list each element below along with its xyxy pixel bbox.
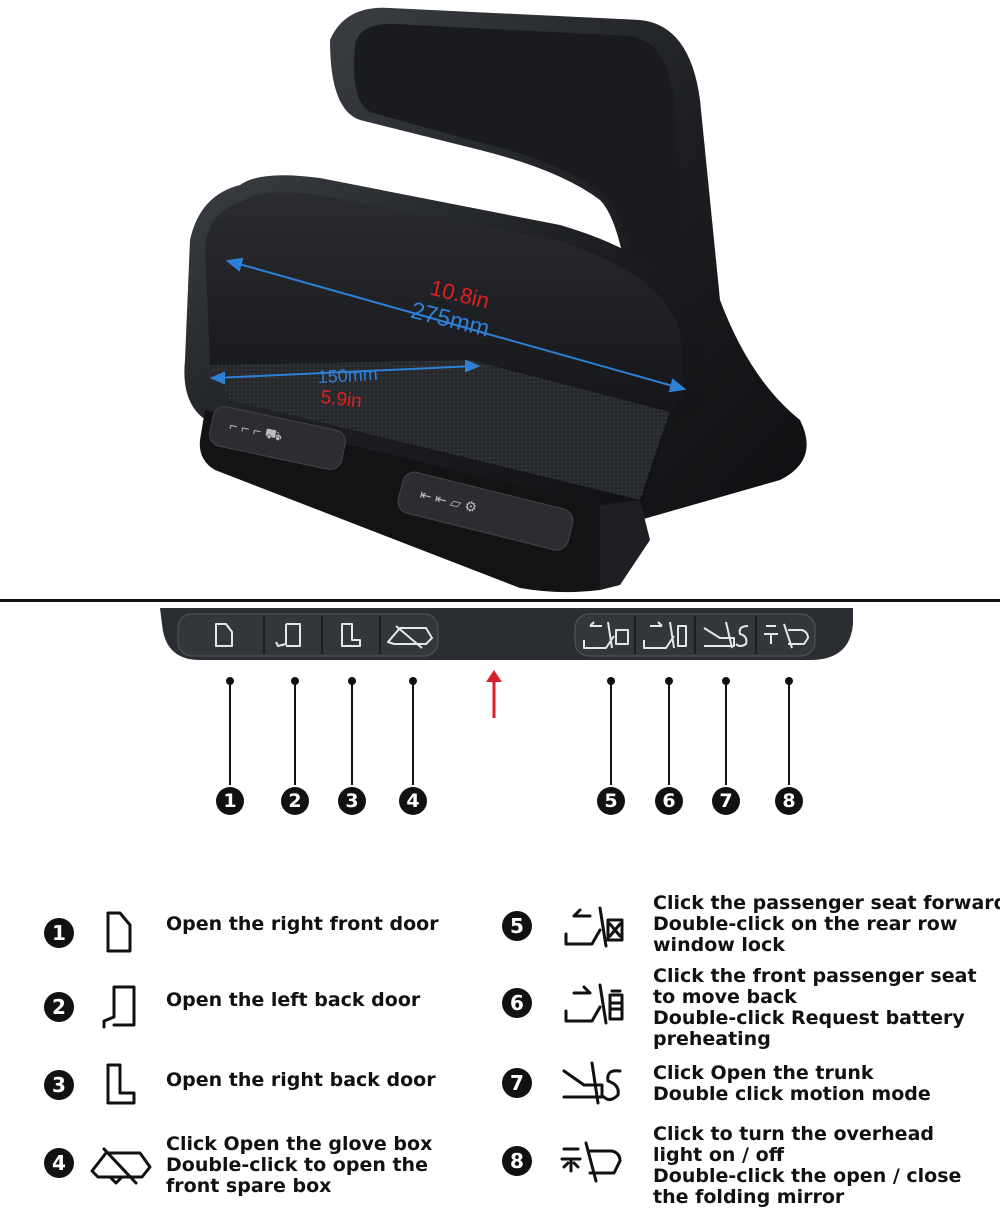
legend-description-line: the folding mirror <box>653 1186 845 1208</box>
product-photo: ⌐ ⌐ ⌐ ⛟ ⇤ ⇤ ▱ ⚙ 10.8in 275mm 150mm 5.9in <box>184 7 807 593</box>
legend-description-line: Double click motion mode <box>653 1083 931 1105</box>
legend-description-line: Double-click to open the <box>166 1154 428 1176</box>
legend-number-3: 3 <box>44 1070 74 1100</box>
legend-description-line: to move back <box>653 986 797 1008</box>
callout-number-5: 5 <box>597 787 625 815</box>
strip-right-back-door-icon <box>341 623 361 647</box>
legend-number-7: 7 <box>502 1068 532 1098</box>
left-back-door-icon <box>102 985 136 1029</box>
legend-description-2: Open the left back door <box>166 990 420 1011</box>
strip-seat-back-battery-icon <box>643 621 687 649</box>
width-dimension <box>209 359 481 385</box>
legend-description-line: Double-click on the rear row <box>653 913 958 935</box>
photo-left-buttons: ⌐ ⌐ ⌐ ⛟ <box>209 406 346 470</box>
width-mm-label: 150mm <box>317 364 378 387</box>
callout-number-7: 7 <box>712 787 740 815</box>
legend-description-line: preheating <box>653 1028 771 1050</box>
legend-description-line: Click to turn the overhead <box>653 1123 934 1145</box>
pointer-line-2 <box>294 681 296 785</box>
callout-number-6: 6 <box>655 787 683 815</box>
callout-number-1: 1 <box>216 787 244 815</box>
seat-forward-lock-icon <box>564 906 624 948</box>
legend-description-line: Open the right back door <box>166 1069 436 1091</box>
strip-left-buttons <box>177 613 439 657</box>
legend-number-2: 2 <box>44 992 74 1022</box>
callout-number-4: 4 <box>399 787 427 815</box>
control-strip <box>160 608 853 660</box>
width-inches-label: 5.9in <box>320 387 363 412</box>
legend-description-line: front spare box <box>166 1175 332 1197</box>
strip-left-back-door-icon <box>275 623 301 647</box>
strip-right-front-door-icon <box>215 623 233 647</box>
legend-description-line: Click the front passenger seat <box>653 965 977 987</box>
legend-number-1: 1 <box>44 918 74 948</box>
strip-glove-box-icon <box>387 625 433 649</box>
trunk-sport-icon <box>562 1061 622 1105</box>
callout-number-3: 3 <box>338 787 366 815</box>
legend-number-6: 6 <box>502 988 532 1018</box>
legend-description-line: Double-click the open / close <box>653 1165 962 1187</box>
strip-seat-forward-lock-icon <box>583 621 629 649</box>
legend-number-5: 5 <box>502 911 532 941</box>
legend-description-line: Click Open the trunk <box>653 1062 874 1084</box>
strip-right-buttons <box>574 613 816 657</box>
legend-description-line: Open the right front door <box>166 913 439 935</box>
pointer-line-5 <box>610 681 612 785</box>
legend-description-1: Open the right front door <box>166 914 439 935</box>
callout-number-2: 2 <box>281 787 309 815</box>
strip-trunk-sport-icon <box>703 621 749 649</box>
overhead-light-mirror-icon <box>560 1141 622 1183</box>
glove-box-icon <box>90 1147 152 1185</box>
legend-description-line: Click the passenger seat forward <box>653 892 1000 914</box>
pointer-line-3 <box>351 681 353 785</box>
pointer-line-7 <box>725 681 727 785</box>
legend-description-line: Open the left back door <box>166 989 421 1011</box>
pointer-line-8 <box>788 681 790 785</box>
strip-overhead-light-mirror-icon <box>764 623 809 649</box>
callout-number-8: 8 <box>775 787 803 815</box>
pointer-line-4 <box>412 681 414 785</box>
pointer-line-1 <box>229 681 231 785</box>
seat-back-battery-icon <box>564 983 624 1025</box>
legend-description-3: Open the right back door <box>166 1070 436 1091</box>
photo-right-buttons: ⇤ ⇤ ▱ ⚙ <box>397 471 574 551</box>
length-dimension <box>225 257 687 393</box>
center-arrow <box>486 670 502 718</box>
legend-description-line: light on / off <box>653 1144 785 1166</box>
section-divider <box>0 599 1000 602</box>
legend-number-4: 4 <box>44 1148 74 1178</box>
right-front-door-icon <box>106 911 132 953</box>
pointer-line-6 <box>668 681 670 785</box>
right-back-door-icon <box>106 1063 136 1105</box>
tray-mesh-floor <box>210 360 670 500</box>
legend-number-8: 8 <box>502 1146 532 1176</box>
legend-description-line: Double-click Request battery <box>653 1007 965 1029</box>
legend-description-line: Click Open the glove box <box>166 1133 433 1155</box>
legend-description-line: window lock <box>653 934 785 956</box>
